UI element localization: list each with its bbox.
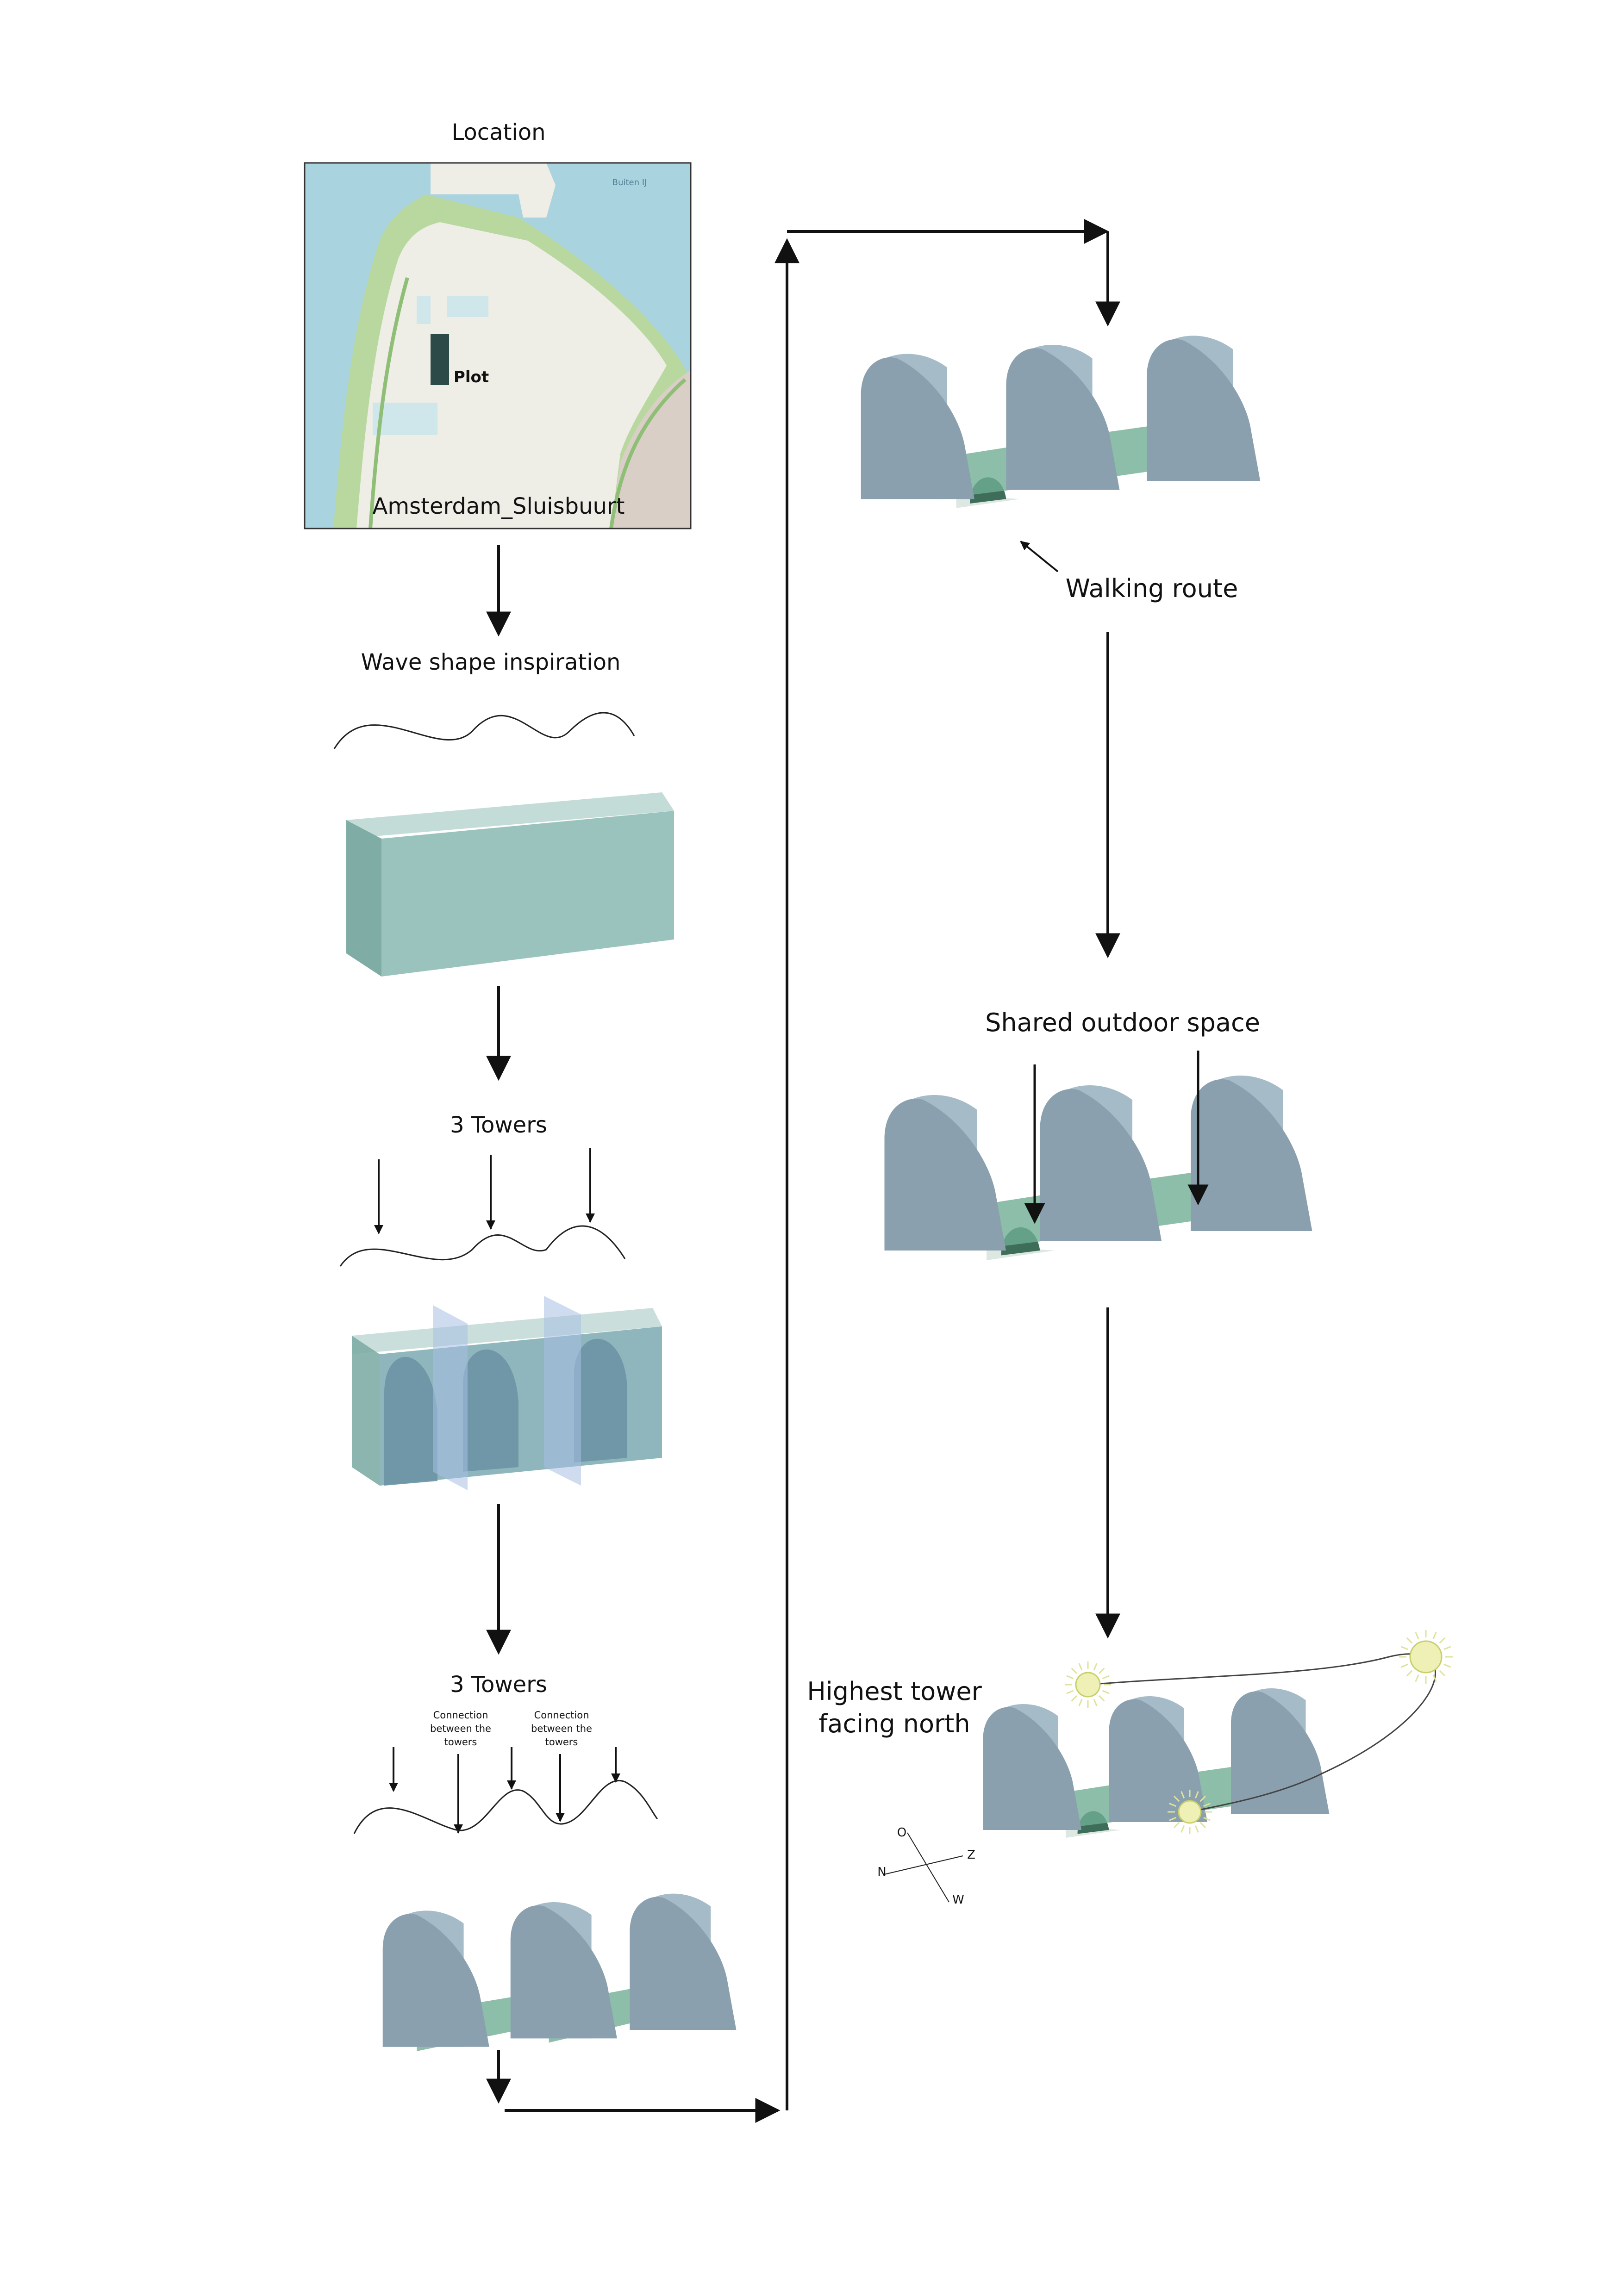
towers-title-2: 3 Towers — [450, 1672, 547, 1698]
wave-line-3 — [353, 1780, 658, 1834]
compass-icon — [884, 1832, 963, 1903]
sun-icon-east — [1065, 1661, 1111, 1708]
towers-shared-space — [884, 1075, 1312, 1260]
walking-route-pointer — [1020, 541, 1059, 572]
wave-line-2 — [339, 1225, 626, 1267]
map-label-place: Amsterdam_Sluisbuurt — [372, 493, 625, 519]
compass-z: Z — [967, 1848, 975, 1862]
towers-title-1: 3 Towers — [450, 1112, 547, 1138]
connection-label-2: Connection between the towers — [531, 1710, 592, 1748]
block-volume — [346, 792, 674, 977]
towers-walking-route — [861, 336, 1261, 508]
walking-route-label: Walking route — [1065, 574, 1238, 603]
map-frame — [304, 162, 692, 529]
sun-icon-west — [1168, 1790, 1212, 1834]
connection-label-1: Connection between the towers — [430, 1710, 491, 1748]
shared-space-label: Shared outdoor space — [985, 1008, 1260, 1037]
compass-n: N — [877, 1865, 887, 1879]
towers-sun-orientation — [983, 1688, 1330, 1838]
map-label-water: Buiten IJ — [612, 178, 647, 187]
sun-icon-south — [1399, 1630, 1453, 1684]
compass-o: O — [897, 1826, 907, 1840]
block-with-towers — [352, 1296, 662, 1490]
location-title: Location — [451, 119, 546, 145]
three-towers-connected — [382, 1893, 737, 2051]
location-map — [305, 163, 691, 529]
wave-title: Wave shape inspiration — [361, 649, 621, 675]
map-label-plot: Plot — [453, 368, 489, 386]
compass-w: W — [952, 1893, 964, 1907]
highest-tower-label: Highest tower facing north — [807, 1677, 982, 1738]
wave-line-1 — [333, 712, 635, 749]
